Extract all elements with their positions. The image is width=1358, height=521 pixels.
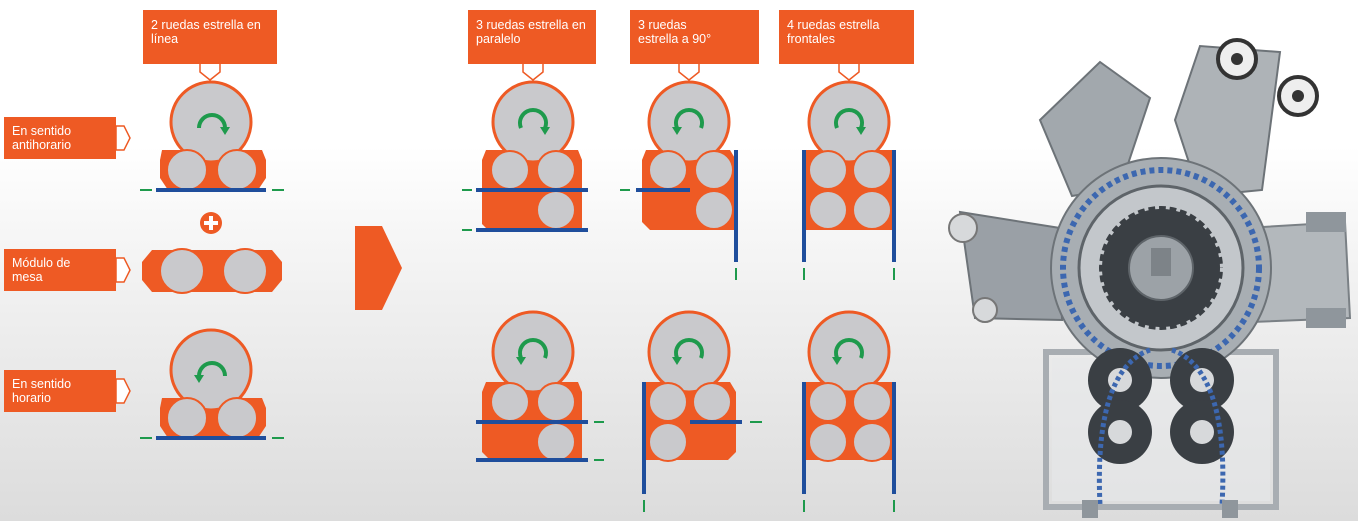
unit-three-parallel-bottom: [476, 310, 604, 462]
label-three-parallel: 3 ruedas estrella en paralelo: [468, 10, 596, 64]
plus-icon: [200, 212, 222, 234]
label-four-front: 4 ruedas estrella frontales: [779, 10, 914, 64]
label-four-front-text: 4 ruedas estrella frontales: [787, 18, 880, 46]
machine-illustration: [948, 38, 1352, 518]
unit-three-90-top: [620, 80, 738, 280]
label-two-inline: 2 ruedas estrella en línea: [143, 10, 277, 64]
unit-two-inline-cw: [140, 328, 284, 440]
unit-table-module: [142, 248, 282, 294]
label-table-module: Módulo de mesa: [4, 249, 116, 291]
label-three-parallel-text: 3 ruedas estrella en paralelo: [476, 18, 586, 46]
unit-three-90-bottom: [642, 310, 762, 512]
right-arrow-icon: [355, 226, 402, 310]
top-pointer-tips: [199, 64, 860, 81]
label-two-inline-text: 2 ruedas estrella en línea: [151, 18, 261, 46]
label-table-module-text: Módulo de mesa: [12, 256, 71, 284]
side-arrow-tips: [115, 125, 131, 404]
label-clockwise: En sentido horario: [4, 370, 116, 412]
unit-two-inline-ccw: [140, 80, 284, 192]
unit-four-front-bottom: [802, 310, 896, 512]
label-three-90: 3 ruedas estrella a 90°: [630, 10, 759, 64]
label-clockwise-text: En sentido horario: [12, 377, 72, 405]
unit-three-parallel-top: [462, 80, 588, 232]
label-counterclockwise: En sentido antihorario: [4, 117, 116, 159]
unit-four-front-top: [802, 80, 896, 280]
label-counterclockwise-text: En sentido antihorario: [12, 124, 72, 152]
label-three-90-text: 3 ruedas estrella a 90°: [638, 18, 712, 46]
